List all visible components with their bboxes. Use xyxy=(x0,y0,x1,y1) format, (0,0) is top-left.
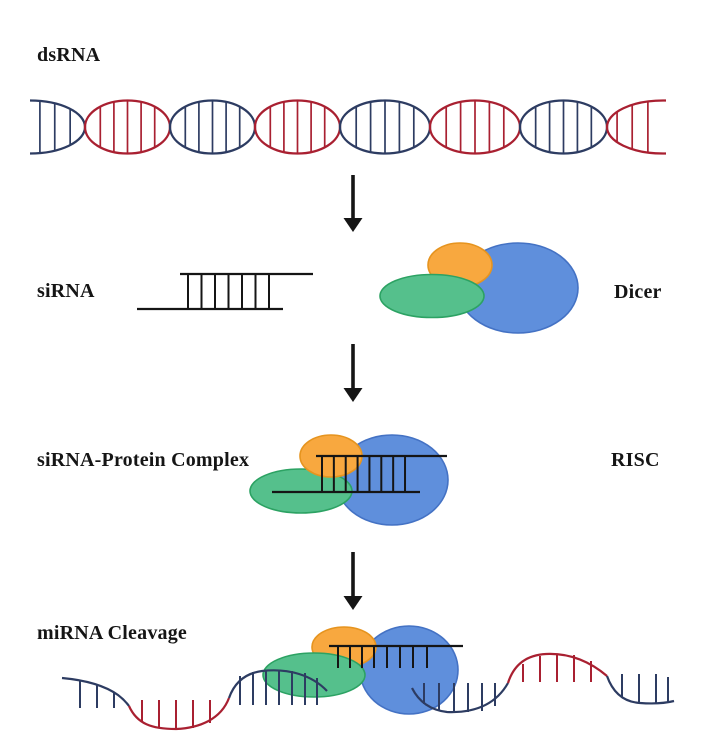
mrna-left-red-loop xyxy=(127,697,231,731)
mrna-strand xyxy=(61,652,675,731)
label-dsrna: dsRNA xyxy=(37,44,101,66)
label-sirna-protein-complex: siRNA-Protein Complex xyxy=(37,449,250,471)
label-dicer: Dicer xyxy=(614,281,662,303)
guide-strand-ladder xyxy=(329,644,463,668)
mrna-base-ticks xyxy=(79,654,669,729)
label-sirna: siRNA xyxy=(37,280,95,302)
cleavage-green-lobe xyxy=(262,652,366,698)
label-mirna-cleavage: miRNA Cleavage xyxy=(37,622,187,644)
dicer-green-lobe xyxy=(379,273,485,319)
mrna-left-navy-2 xyxy=(227,669,328,699)
sirna-duplex xyxy=(137,272,313,311)
process-arrows xyxy=(343,175,363,610)
mrna-right-navy-2 xyxy=(605,675,675,705)
label-risc: RISC xyxy=(611,449,660,471)
risc-complex xyxy=(249,434,449,526)
dsrna-helix xyxy=(29,99,666,155)
mrna-left-navy-1 xyxy=(61,676,130,707)
dicer-enzyme xyxy=(379,242,579,334)
cleavage-blue-lobe xyxy=(359,625,459,715)
bound-sirna-ladder xyxy=(272,454,447,494)
